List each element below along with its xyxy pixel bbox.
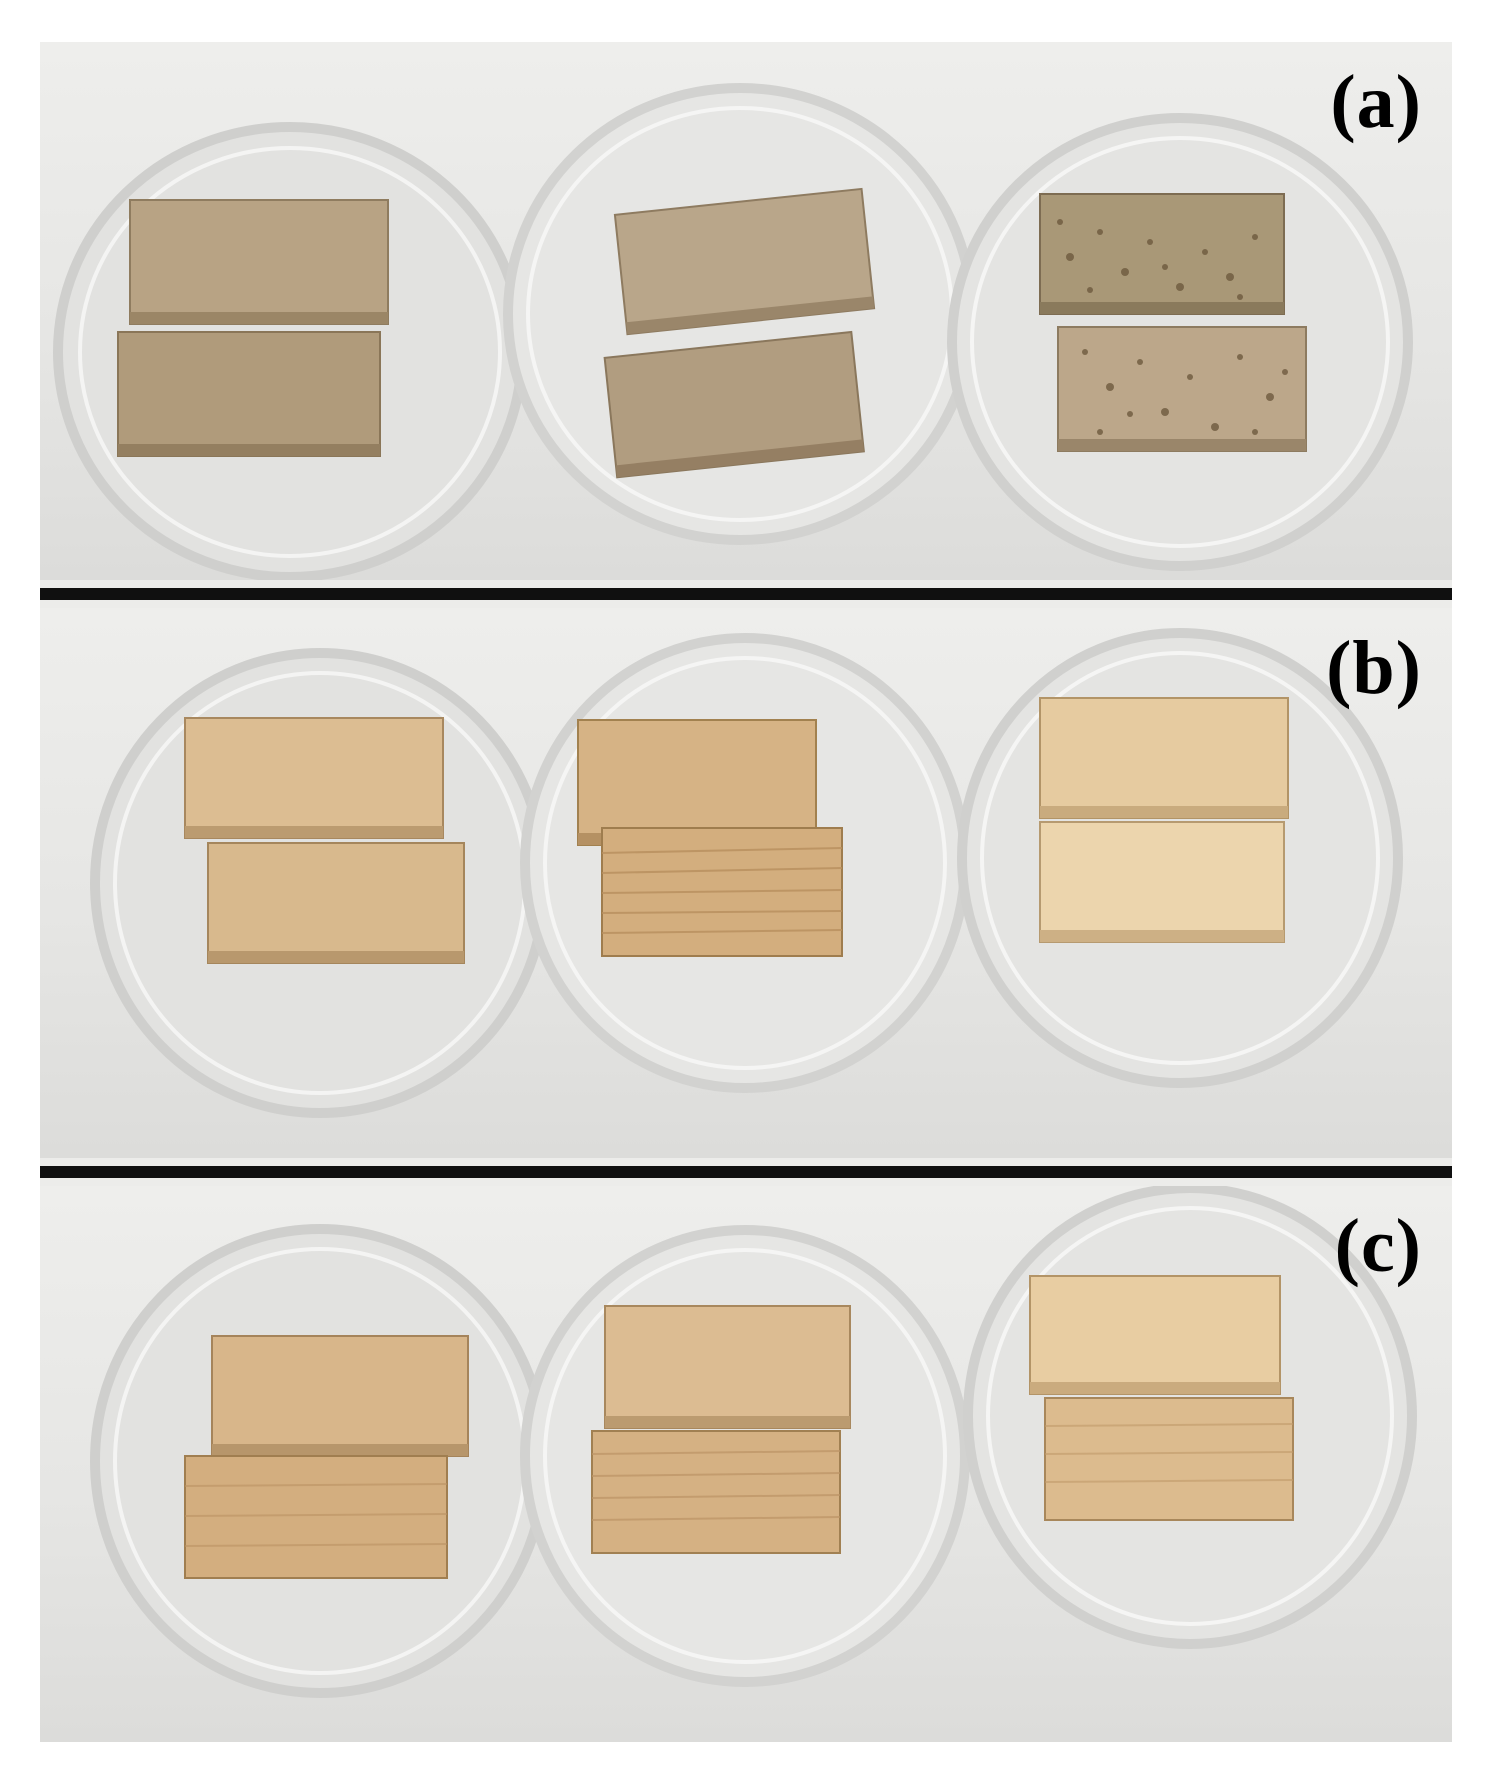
panel-label: (b) [1326,626,1422,710]
panel-a: (a) [40,42,1452,580]
wood-block [207,842,465,964]
wood-block [1029,1275,1281,1395]
wood-block [117,331,381,457]
wood-block [184,1455,448,1579]
figure: (a) [40,42,1452,1742]
wood-block-mould [1057,326,1307,452]
panel-divider [40,1166,1452,1178]
panel-b-photo [90,628,1403,1118]
wood-block [577,719,817,846]
wood-block-mould [1039,193,1285,315]
panel-c: (c) [40,1186,1452,1742]
panel-c-photo [90,1186,1417,1698]
wood-block [1044,1397,1294,1521]
wood-block [184,717,444,839]
panel-b: (b) [40,608,1452,1158]
panel-a-photo [53,83,1413,580]
panel-divider [40,588,1452,600]
wood-block [603,330,865,479]
wood-block [1039,697,1289,819]
wood-block [613,187,876,336]
panel-label: (a) [1330,60,1422,144]
wood-block [601,827,843,957]
wood-block [211,1335,469,1457]
wood-block [604,1305,851,1429]
wood-block [591,1430,841,1554]
wood-block [129,199,389,325]
wood-block [1039,821,1285,943]
panel-label: (c) [1334,1204,1422,1288]
